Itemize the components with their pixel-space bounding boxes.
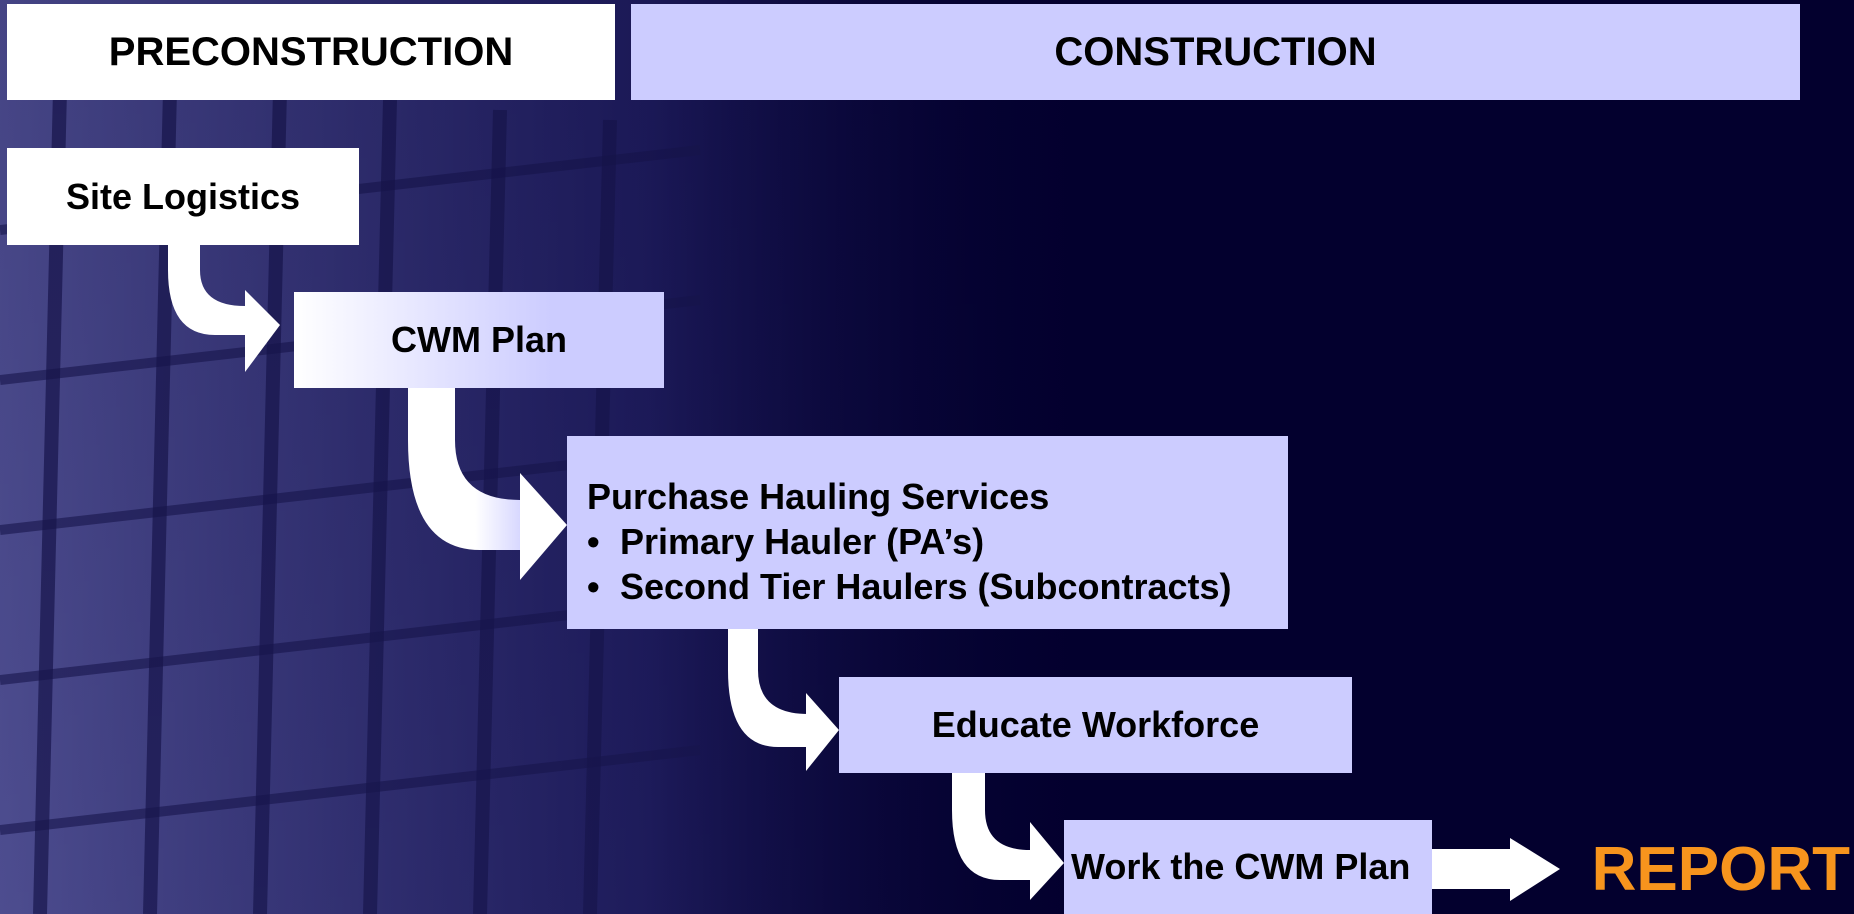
bullet-text: Second Tier Haulers (Subcontracts) (620, 566, 1232, 607)
step-site-logistics-label: Site Logistics (65, 175, 301, 217)
step-purchase-hauling: Purchase Hauling Services • Primary Haule… (567, 436, 1288, 629)
report-label: REPORT (1591, 835, 1850, 904)
bullet-text: Primary Hauler (PA’s) (620, 521, 985, 562)
phase-preconstruction-label: PRECONSTRUCTION (108, 29, 514, 74)
phase-construction: CONSTRUCTION (631, 4, 1800, 100)
phase-preconstruction: PRECONSTRUCTION (7, 4, 615, 100)
bullet-icon: • (587, 566, 600, 607)
step-educate-workforce-label: Educate Workforce (931, 704, 1260, 745)
step-cwm-plan: CWM Plan (294, 292, 664, 388)
phase-construction-label: CONSTRUCTION (1054, 29, 1377, 74)
step-educate-workforce: Educate Workforce (839, 677, 1352, 773)
step-purchase-hauling-title: Purchase Hauling Services (587, 476, 1050, 517)
bullet-icon: • (587, 521, 600, 562)
list-item: • Primary Hauler (PA’s) (587, 519, 1288, 564)
step-work-cwm-plan-label: Work the CWM Plan (1071, 846, 1411, 887)
step-cwm-plan-label: CWM Plan (391, 319, 567, 360)
list-item: • Second Tier Haulers (Subcontracts) (587, 564, 1288, 609)
step-site-logistics: Site Logistics (7, 148, 359, 245)
step-work-cwm-plan: Work the CWM Plan (1064, 820, 1432, 914)
purchase-bullet-list: • Primary Hauler (PA’s) • Second Tier Haul… (587, 519, 1288, 609)
